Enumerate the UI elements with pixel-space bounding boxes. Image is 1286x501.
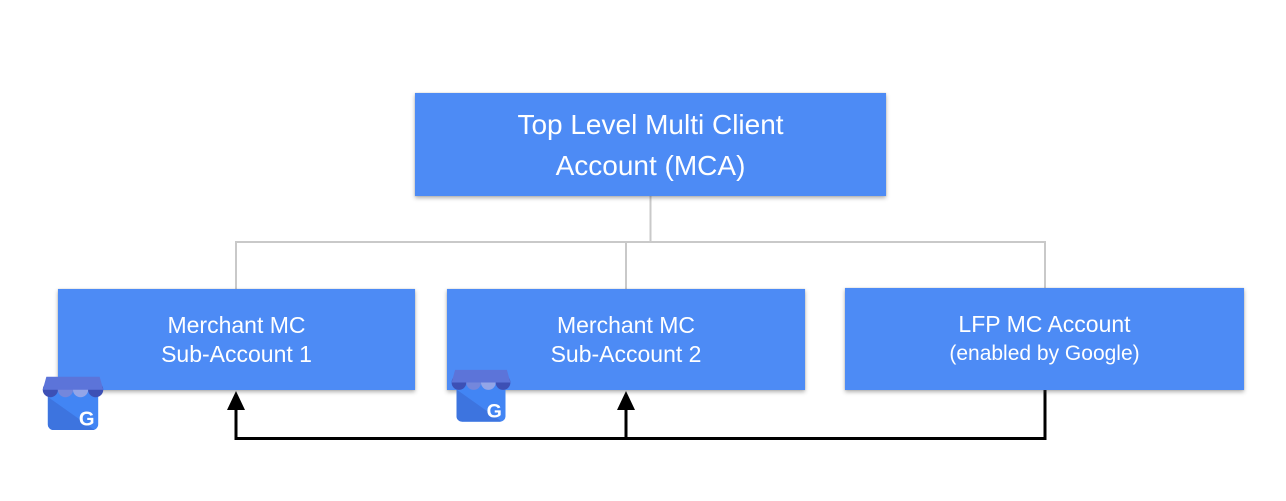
feed-arrow-lines <box>227 390 1047 440</box>
merchant-sub-account-1-box: Merchant MC Sub-Account 1 <box>58 289 415 390</box>
arrowhead-up-sub2-icon <box>617 391 635 410</box>
awning-band <box>451 369 511 383</box>
merchant-sub-account-2-box: Merchant MC Sub-Account 2 <box>447 289 805 390</box>
google-business-icon: G <box>37 368 109 433</box>
google-g-letter: G <box>487 401 502 423</box>
awning-band <box>42 376 104 390</box>
hierarchy-tree-lines <box>235 196 1046 289</box>
lfp-mc-account-box: LFP MC Account (enabled by Google) <box>845 288 1244 390</box>
google-business-icon: G <box>446 361 516 425</box>
google-g-letter: G <box>79 409 95 431</box>
lfp-account-label-line2: (enabled by Google) <box>949 342 1140 365</box>
mca-root-box: Top Level Multi Client Account (MCA) <box>415 93 886 196</box>
feed-line-lfp-to-sub1 <box>234 390 1047 440</box>
mca-root-label-line2: Account (MCA) <box>555 149 746 181</box>
mca-root-label-line1: Top Level Multi Client <box>517 108 784 140</box>
lfp-account-label-line1: LFP MC Account <box>958 311 1131 337</box>
sub-account-2-label-line1: Merchant MC <box>556 311 696 338</box>
arrowhead-up-sub1-icon <box>227 391 245 410</box>
sub-account-2-label-line2: Sub-Account 2 <box>550 340 702 367</box>
sub-account-1-label-line1: Merchant MC <box>167 311 306 338</box>
sub-account-1-label-line2: Sub-Account 1 <box>161 340 312 367</box>
